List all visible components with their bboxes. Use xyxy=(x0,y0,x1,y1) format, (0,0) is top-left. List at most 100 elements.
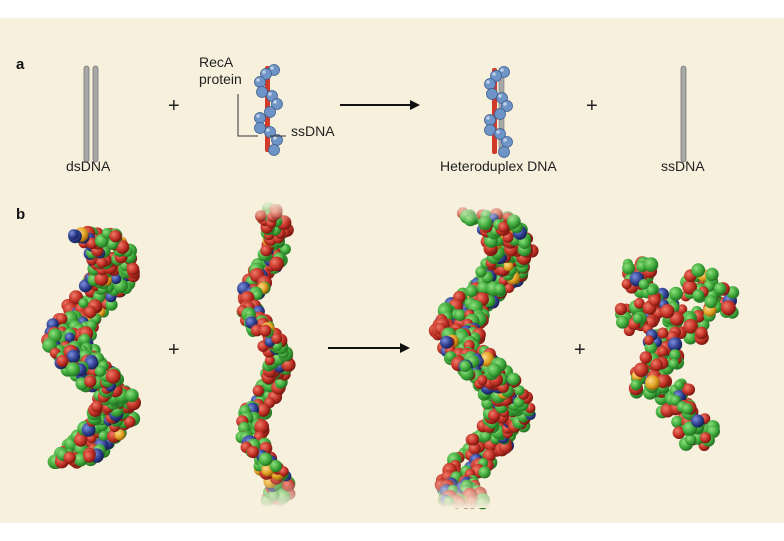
reaction-arrow-b xyxy=(328,343,410,353)
plus-sign-b1: + xyxy=(168,339,180,361)
atom-sphere xyxy=(78,298,89,309)
atom-sphere xyxy=(84,375,97,388)
atom-sphere xyxy=(638,279,650,290)
atom-sphere xyxy=(83,450,96,463)
atom-sphere xyxy=(465,284,478,298)
atom-sphere xyxy=(94,271,109,286)
molecular-models xyxy=(41,200,740,510)
atom-sphere xyxy=(96,256,108,268)
atom-sphere xyxy=(110,273,122,285)
atom-sphere xyxy=(670,395,681,406)
atom-sphere xyxy=(259,324,272,337)
atom-sphere xyxy=(657,327,669,339)
atom-sphere xyxy=(518,236,531,249)
atom-sphere xyxy=(648,294,661,307)
atom-sphere xyxy=(504,283,515,294)
atom-sphere xyxy=(269,256,284,272)
atom-sphere xyxy=(64,332,75,343)
atom-sphere xyxy=(683,330,698,345)
atom-sphere xyxy=(63,451,76,464)
atom-sphere xyxy=(126,262,140,276)
atom-sphere xyxy=(94,365,107,377)
atom-sphere xyxy=(643,257,659,272)
atom-sphere xyxy=(720,300,736,316)
atom-sphere xyxy=(503,261,514,272)
atom-sphere xyxy=(488,409,501,422)
atom-sphere xyxy=(79,333,91,345)
label-leader-lines xyxy=(237,94,286,137)
reca-protein-label: RecA protein xyxy=(199,54,242,88)
ssdna-strand xyxy=(680,65,687,163)
atom-sphere xyxy=(459,360,472,373)
atom-sphere xyxy=(674,379,685,390)
atom-sphere xyxy=(250,324,263,337)
atom-sphere xyxy=(669,349,681,361)
atom-sphere xyxy=(440,335,453,349)
atom-sphere xyxy=(264,355,275,366)
atom-sphere xyxy=(681,403,694,415)
heteroduplex-space-filling-model xyxy=(428,207,539,510)
atom-sphere xyxy=(650,358,664,372)
reca-label-line2: protein xyxy=(199,71,242,87)
atom-sphere xyxy=(700,432,711,444)
atom-sphere xyxy=(616,315,629,329)
plus-sign-b2: + xyxy=(574,339,586,361)
atom-sphere xyxy=(85,356,99,370)
atom-sphere xyxy=(639,351,652,364)
atom-sphere xyxy=(657,346,669,357)
atom-sphere xyxy=(84,305,97,319)
atom-sphere xyxy=(478,466,491,479)
atom-sphere xyxy=(125,388,139,403)
heteroduplex-label: Heteroduplex DNA xyxy=(440,158,557,174)
atom-sphere xyxy=(114,429,126,441)
atom-sphere xyxy=(65,362,80,377)
ssdna-inner-label: ssDNA xyxy=(291,123,335,139)
plus-sign-a1: + xyxy=(168,95,180,117)
reca-label-line1: RecA xyxy=(199,54,234,70)
atom-sphere xyxy=(86,237,98,249)
atom-sphere xyxy=(246,445,260,459)
atom-sphere xyxy=(98,430,109,441)
atom-sphere xyxy=(685,434,697,446)
atom-sphere xyxy=(633,297,645,309)
atom-sphere xyxy=(90,400,103,413)
atom-sphere xyxy=(124,416,136,428)
atom-sphere xyxy=(468,442,481,455)
atom-sphere xyxy=(514,385,525,396)
atom-sphere xyxy=(643,335,654,346)
atom-sphere xyxy=(713,282,727,295)
figure-panel: a dsDNA + xyxy=(0,18,784,523)
atom-sphere xyxy=(494,283,506,295)
atom-sphere xyxy=(668,358,679,369)
atom-sphere xyxy=(254,419,269,434)
atom-sphere xyxy=(487,363,502,378)
reca-filament xyxy=(254,64,283,156)
atom-sphere xyxy=(669,286,683,301)
ssdna-space-filling-model xyxy=(614,256,740,451)
atom-sphere xyxy=(677,304,688,315)
atom-sphere xyxy=(74,433,88,447)
atom-sphere xyxy=(672,426,686,440)
atom-sphere xyxy=(646,285,657,296)
atom-sphere xyxy=(705,267,719,281)
atom-sphere xyxy=(256,403,271,417)
atom-sphere xyxy=(56,354,69,367)
atom-sphere xyxy=(115,240,130,254)
atom-sphere xyxy=(252,385,264,397)
ssdna-reca-space-filling-model xyxy=(235,201,296,508)
atom-sphere xyxy=(671,415,684,428)
atom-sphere xyxy=(704,295,718,309)
atom-sphere xyxy=(692,289,705,302)
atom-sphere xyxy=(258,452,273,467)
atom-sphere xyxy=(614,302,628,316)
atom-sphere xyxy=(252,289,263,301)
atom-sphere xyxy=(271,333,283,344)
atom-sphere xyxy=(682,280,697,295)
atom-sphere xyxy=(477,375,488,386)
atom-sphere xyxy=(475,266,487,278)
atom-sphere xyxy=(507,372,520,386)
dsdna-label: dsDNA xyxy=(66,158,111,174)
atom-sphere xyxy=(56,313,68,325)
atom-sphere xyxy=(467,433,480,446)
atom-sphere xyxy=(691,263,706,278)
